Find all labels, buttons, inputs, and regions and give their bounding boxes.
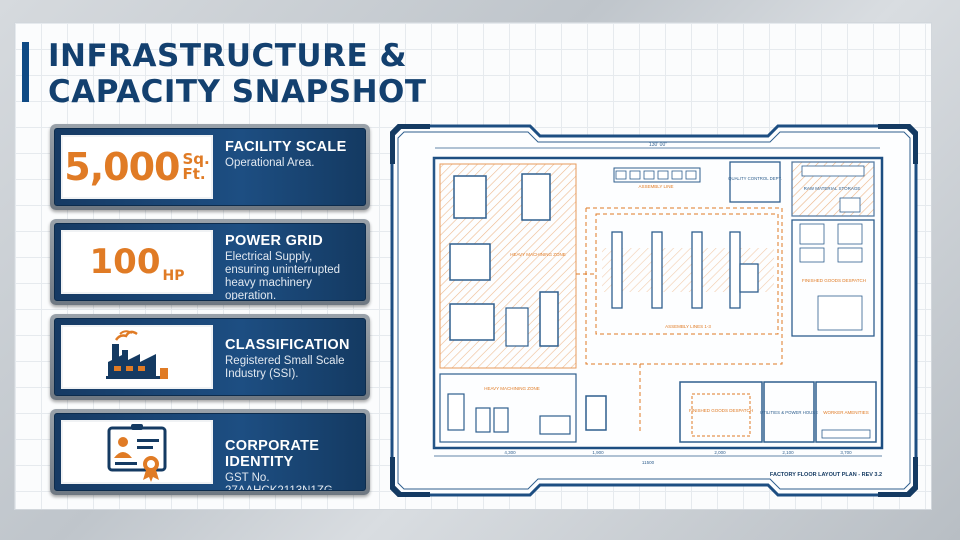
zone-utilities (763, 381, 815, 443)
factory-icon (106, 330, 168, 379)
dim-6: 11500 (642, 460, 655, 465)
card-facility-scale: 5,000 Sq. Ft. FACILITY SCALE Operational… (50, 124, 370, 210)
label-raw: RAW MATERIAL STORAGE (804, 186, 861, 191)
zone-finished-goods-right (791, 219, 875, 337)
label-finished-right: FINISHED GOODS DESPATCH (802, 278, 866, 283)
classification-icon-box (61, 325, 213, 389)
power-desc: Electrical Supply, ensuring uninterrupte… (225, 251, 341, 301)
facility-desc: Operational Area. (225, 157, 315, 169)
title-line-2: CAPACITY SNAPSHOT (48, 74, 427, 110)
dim-2: 1,900 (592, 450, 604, 455)
identity-icon-box (61, 420, 213, 484)
classification-desc: Registered Small Scale Industry (SSI). (225, 355, 345, 380)
label-utilities: UTILITIES & POWER HOUSE (760, 410, 818, 415)
dim-4: 2,100 (782, 450, 794, 455)
power-value-box: 100 HP (61, 230, 213, 294)
label-assembly-lines: ASSEMBLY LINES 1-3 (665, 324, 711, 329)
plan-caption: FACTORY FLOOR LAYOUT PLAN - REV 3.2 (770, 472, 882, 478)
zone-worker-amenities (815, 381, 877, 443)
zone-assembly-lines (595, 213, 779, 335)
identity-desc: GST No. 27AAHCK2113N1ZG. (225, 472, 337, 491)
facility-value: 5,000 (64, 145, 180, 189)
card-power-grid: 100 HP POWER GRID Electrical Supply, ens… (50, 219, 370, 305)
label-assembly-line: ASSEMBLY LINE (638, 184, 673, 189)
title-accent-bar (22, 42, 29, 102)
facility-heading: FACILITY SCALE (225, 139, 347, 155)
card-classification: CLASSIFICATION Registered Small Scale In… (50, 314, 370, 400)
classification-heading: CLASSIFICATION (225, 337, 350, 353)
page-title: INFRASTRUCTURE & CAPACITY SNAPSHOT (48, 38, 427, 110)
facility-unit-line2: Ft. (182, 165, 206, 183)
power-value: 100 (89, 242, 161, 282)
facility-unit-line1: Sq. (182, 150, 210, 168)
label-finished-bottom: FINISHED GOODS DESPATCH (689, 408, 753, 413)
power-heading: POWER GRID (225, 233, 324, 249)
facility-unit: Sq. Ft. (179, 152, 209, 182)
certificate-icon (107, 424, 167, 482)
label-quality: QUALITY CONTROL DEPT. (728, 176, 782, 181)
dim-top: 130' 00" (649, 142, 667, 148)
label-heavy-top: HEAVY MACHINING ZONE (510, 252, 566, 257)
label-heavy-bottom: HEAVY MACHINING ZONE (484, 386, 540, 391)
facility-value-box: 5,000 Sq. Ft. (61, 135, 213, 199)
title-line-1: INFRASTRUCTURE & (48, 38, 407, 74)
factory-floor-plan: 130' 00" HEAVY MACHINING ZONE HEAVY MACH… (390, 124, 918, 497)
dim-5: 3,700 (840, 450, 852, 455)
identity-heading: CORPORATE IDENTITY (225, 438, 320, 470)
dim-1: 4,300 (504, 450, 516, 455)
card-corporate-identity: CORPORATE IDENTITY GST No. 27AAHCK2113N1… (50, 409, 370, 495)
zone-heavy-machining-bottom (439, 373, 577, 443)
zone-quality-control (729, 161, 781, 203)
label-worker: WORKER AMENITIES (823, 410, 869, 415)
power-unit: HP (162, 268, 185, 284)
dim-3: 2,000 (714, 450, 726, 455)
zone-finished-goods-bottom (679, 381, 763, 443)
